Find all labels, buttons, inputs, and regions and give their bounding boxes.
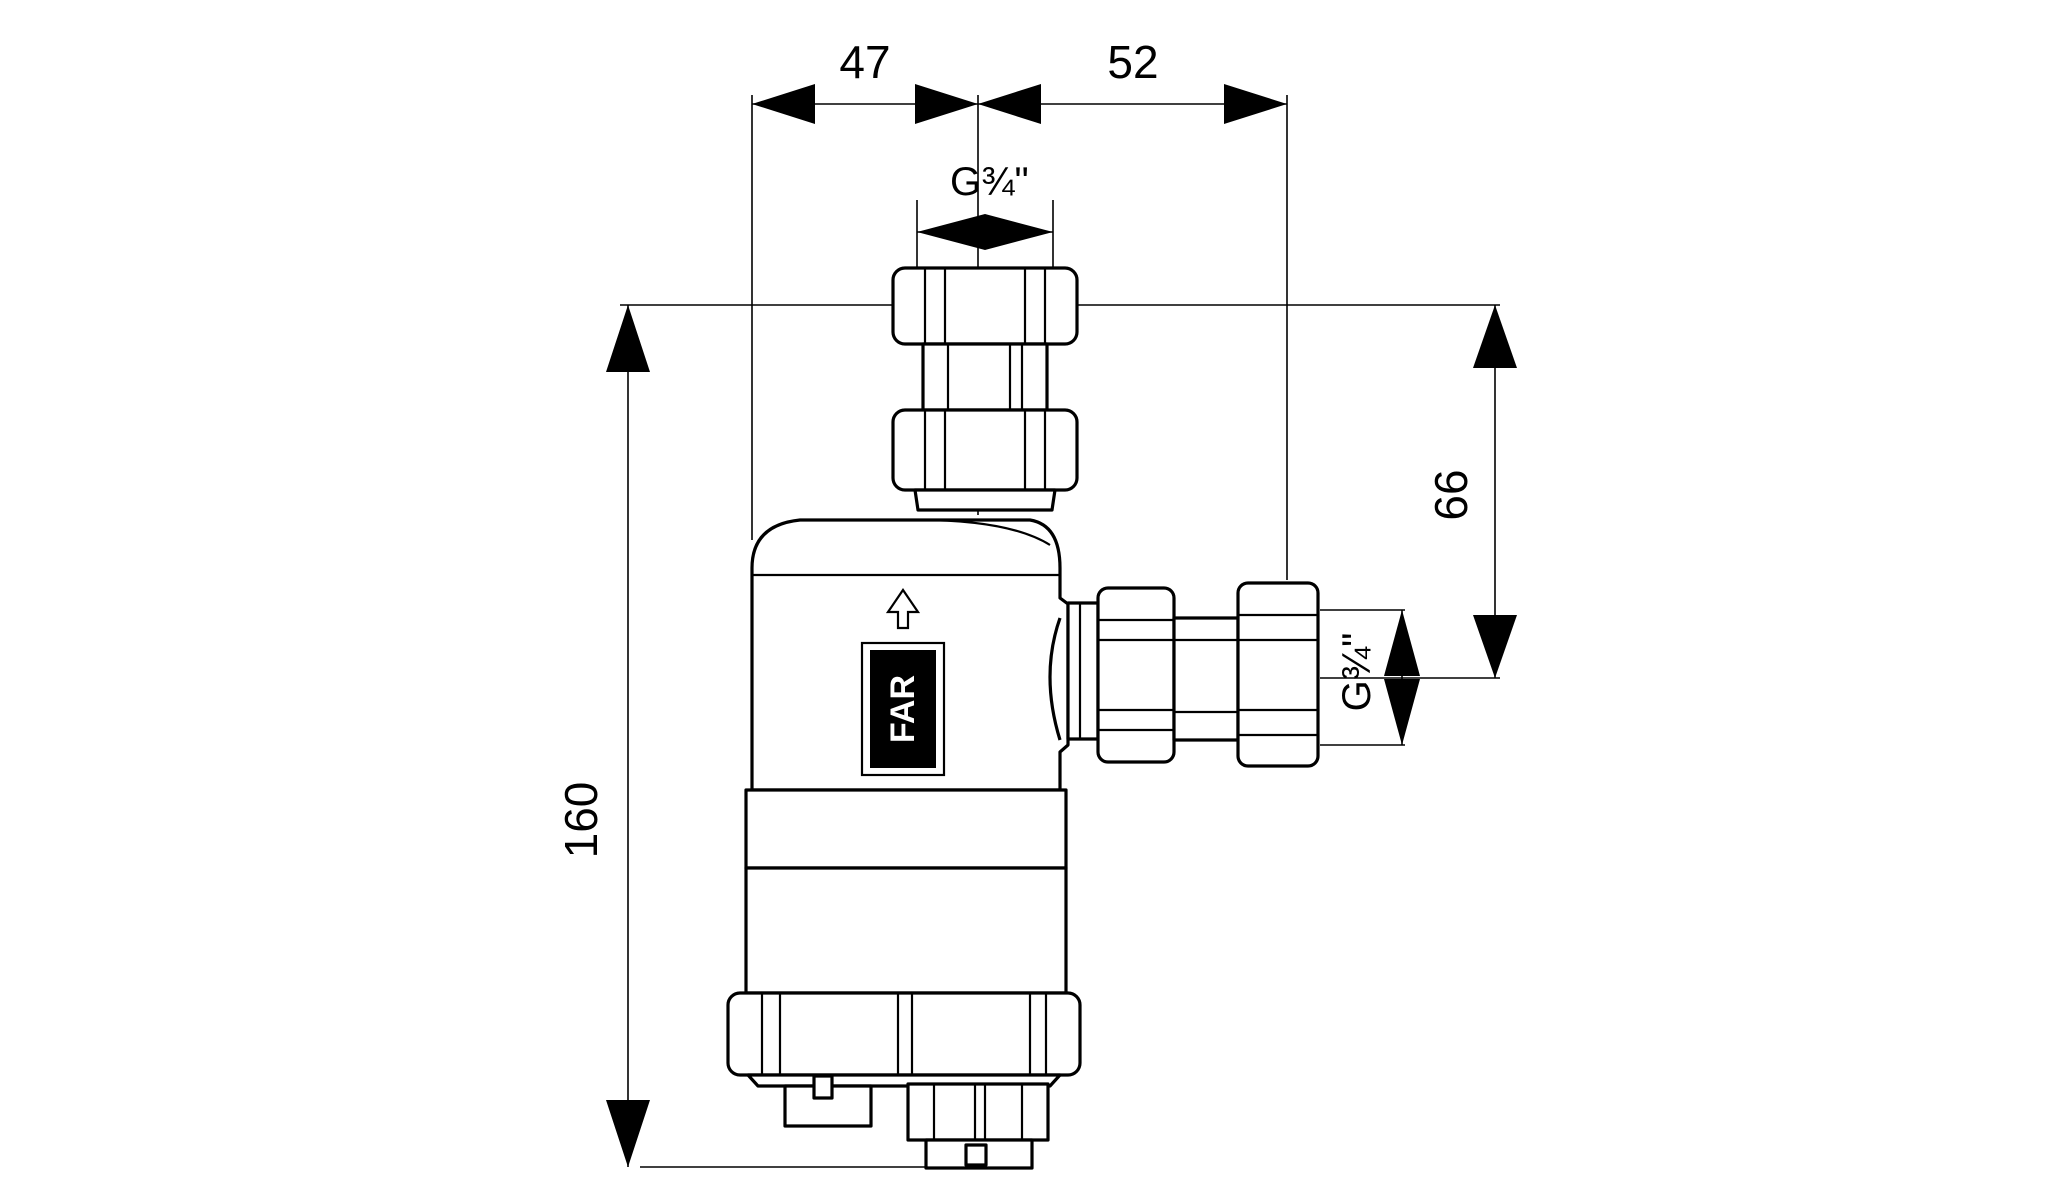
thread-label-top: G¾" bbox=[950, 160, 1029, 204]
far-logo: FAR bbox=[860, 641, 946, 777]
dim-label-47: 47 bbox=[839, 36, 890, 88]
flow-direction-arrow-icon bbox=[885, 588, 921, 630]
top-union-fitting bbox=[891, 266, 1079, 512]
arrow-left-47 bbox=[752, 84, 815, 124]
dimension-52: 52 bbox=[978, 36, 1287, 124]
far-logo-text: FAR bbox=[884, 675, 922, 743]
arrow-left-52 bbox=[978, 84, 1041, 124]
dimension-66: 66 bbox=[1425, 305, 1517, 678]
side-union-fitting bbox=[1066, 581, 1320, 768]
arrow-bottom-thread-side bbox=[1384, 679, 1420, 745]
dimension-160: 160 bbox=[555, 305, 650, 1167]
bottom-drain-fitting bbox=[726, 991, 1082, 1170]
thread-label-side: G¾" bbox=[1335, 633, 1379, 712]
arrow-top-66 bbox=[1473, 305, 1517, 368]
dim-label-66: 66 bbox=[1425, 469, 1477, 520]
arrow-bottom-160 bbox=[606, 1100, 650, 1167]
arrow-top-160 bbox=[606, 305, 650, 372]
extension-lines bbox=[620, 95, 1500, 1168]
dim-label-160: 160 bbox=[555, 782, 607, 859]
arrow-top-thread-side bbox=[1384, 610, 1420, 676]
arrow-bottom-66 bbox=[1473, 615, 1517, 678]
arrow-right-52 bbox=[1224, 84, 1287, 124]
dimension-47: 47 bbox=[752, 36, 978, 124]
dim-label-52: 52 bbox=[1107, 36, 1158, 88]
arrow-right-thread-top bbox=[985, 214, 1053, 250]
arrow-right-47 bbox=[915, 84, 978, 124]
arrow-left-thread-top bbox=[917, 214, 985, 250]
dimension-thread-side: G¾" bbox=[1335, 610, 1420, 745]
dimension-thread-top: G¾" bbox=[917, 160, 1053, 250]
